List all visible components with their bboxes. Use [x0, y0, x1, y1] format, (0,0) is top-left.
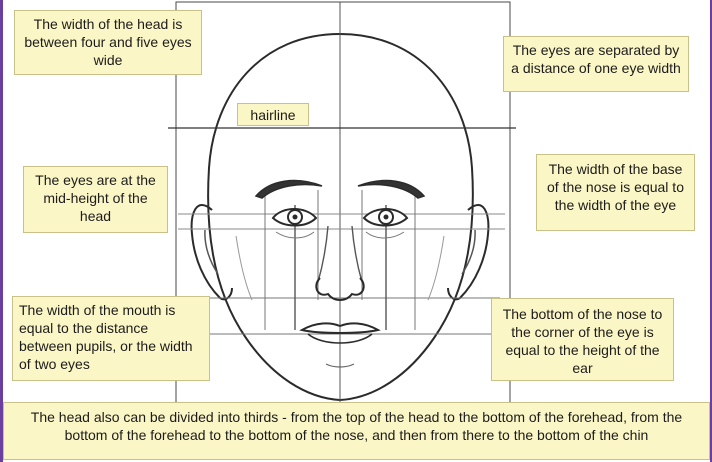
- note-nose-base-width: The width of the base of the nose is equ…: [536, 154, 695, 231]
- note-head-width: The width of the head is between four an…: [14, 10, 202, 75]
- right-cheek-line: [428, 236, 444, 300]
- nose-bridge-right: [352, 226, 362, 282]
- note-thirds-text: The head also can be divided into thirds…: [31, 409, 682, 443]
- note-nose-ear-text: The bottom of the nose to the corner of …: [503, 306, 663, 376]
- left-cheek-line: [236, 236, 252, 300]
- left-eyebrow: [256, 181, 322, 198]
- note-eyes-mid-height: The eyes are at the mid-height of the he…: [23, 166, 168, 233]
- hairline-label: hairline: [237, 103, 309, 126]
- note-mouth-width: The width of the mouth is equal to the d…: [12, 296, 210, 381]
- note-nose-base-width-text: The width of the base of the nose is equ…: [547, 161, 684, 213]
- note-eye-separation: The eyes are separated by a distance of …: [503, 36, 689, 92]
- note-thirds: The head also can be divided into thirds…: [3, 402, 710, 460]
- right-eye-lower-lid: [366, 232, 404, 238]
- drawing-panel: [176, 2, 510, 422]
- note-nose-ear: The bottom of the nose to the corner of …: [491, 298, 674, 381]
- left-pupil: [293, 215, 298, 220]
- right-eyebrow: [358, 181, 424, 198]
- right-pupil: [384, 215, 389, 220]
- nose-bridge-left: [318, 226, 328, 282]
- hairline-label-text: hairline: [250, 107, 295, 123]
- note-mouth-width-text: The width of the mouth is equal to the d…: [19, 302, 193, 372]
- note-eyes-mid-height-text: The eyes are at the mid-height of the he…: [35, 172, 156, 224]
- note-eye-separation-text: The eyes are separated by a distance of …: [511, 42, 681, 76]
- note-head-width-text: The width of the head is between four an…: [24, 16, 191, 68]
